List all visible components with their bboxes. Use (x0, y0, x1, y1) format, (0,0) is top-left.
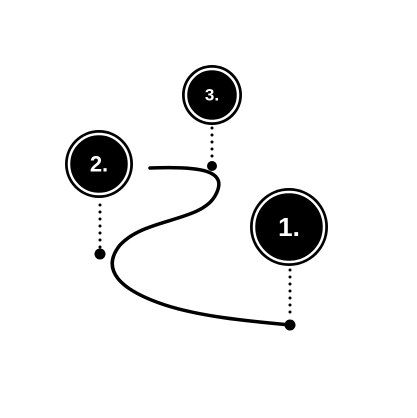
marker-3: 3. (182, 65, 242, 171)
marker-1-badge-ring (252, 190, 326, 264)
marker-2-endpoint-dot (94, 248, 106, 260)
marker-1: 1. (250, 188, 328, 331)
marker-3-badge-ring (184, 67, 240, 123)
marker-3-badge-outer (182, 65, 242, 125)
marker-2-badge-ring (67, 132, 131, 196)
marker-1-badge-outer (250, 188, 328, 266)
marker-3-label: 3. (205, 86, 219, 105)
marker-3-endpoint-dot (207, 161, 217, 171)
route-curve (110, 165, 292, 327)
marker-1-label: 1. (278, 212, 300, 242)
marker-2-badge-outer (65, 130, 133, 198)
marker-2-label: 2. (90, 152, 108, 177)
marker-1-endpoint-dot (284, 319, 296, 331)
marker-2: 2. (65, 130, 133, 260)
